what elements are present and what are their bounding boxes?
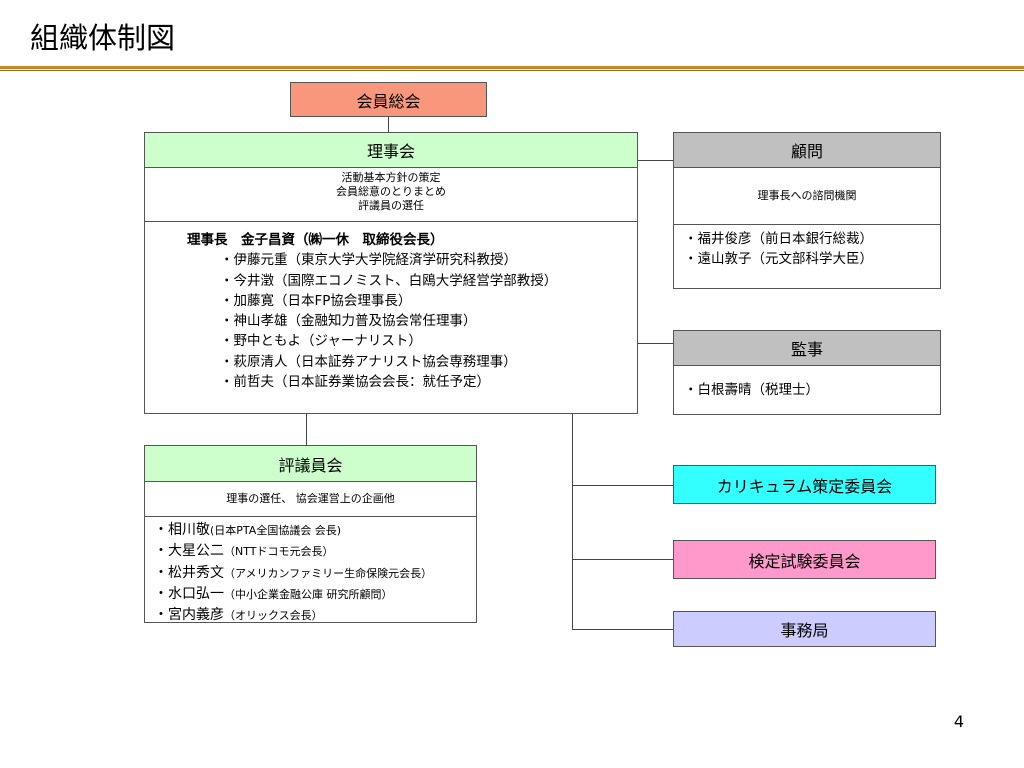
advisor-member: ・遠山敦子（元文部科学大臣） xyxy=(684,251,873,268)
board-duty: 評議員の選任 xyxy=(358,199,424,212)
board-duties: 活動基本方針の策定 会員総意のとりまとめ 評議員の選任 xyxy=(145,168,637,222)
advisors-label: 顧問 xyxy=(790,142,823,161)
council-label: 評議員会 xyxy=(278,455,343,475)
general-meeting-label: 会員総会 xyxy=(356,91,421,111)
council-member-list: ・相川敬(日本PTA全国協議会 会長) ・大星公二（NTTドコモ元会長） ・松井… xyxy=(145,517,476,626)
council-header: 評議員会 xyxy=(145,446,476,482)
connector-meeting-board xyxy=(388,116,389,132)
general-meeting-box: 会員総会 xyxy=(290,82,487,117)
advisors-description: 理事長への諮問機関 xyxy=(674,168,940,225)
connector-board-council xyxy=(306,413,307,445)
page-title: 組織体制図 xyxy=(30,21,176,55)
council-member-role: （オリックス会長） xyxy=(224,609,323,623)
council-member: ・大星公二（NTTドコモ元会長） xyxy=(154,541,476,562)
page-number: 4 xyxy=(953,712,964,731)
auditor-box: 監事 ・白根壽晴（税理士） xyxy=(673,330,941,415)
council-member-name: ・松井秀文 xyxy=(154,564,224,581)
curriculum-committee-label: カリキュラム策定委員会 xyxy=(716,476,893,496)
board-member: ・神山孝雄（金融知力普及協会常任理事） xyxy=(220,313,477,330)
advisors-box: 顧問 理事長への諮問機関 ・福井俊彦（前日本銀行総裁） ・遠山敦子（元文部科学大… xyxy=(673,132,941,289)
board-duty: 会員総意のとりまとめ xyxy=(336,185,446,198)
connector-trunk-exam xyxy=(572,559,674,560)
connector-board-advisors xyxy=(637,160,674,161)
exam-committee-label: 検定試験委員会 xyxy=(748,551,861,571)
council-description: 理事の選任、 協会運営上の企画他 xyxy=(145,482,476,517)
advisor-member: ・福井俊彦（前日本銀行総裁） xyxy=(684,231,873,247)
auditor-member: ・白根壽晴（税理士） xyxy=(684,382,819,398)
council-member-name: ・相川敬 xyxy=(154,522,210,538)
board-member: ・伊藤元重（東京大学大学院経済学研究科教授） xyxy=(220,252,517,269)
board-member: ・加藤寛（日本FP協会理事長） xyxy=(220,292,412,309)
board-member: ・今井澂（国際エコノミスト、白鴎大学経営学部教授） xyxy=(220,272,558,289)
council-member-role: （NTTドコモ元会長） xyxy=(224,545,334,559)
board-member-list: 理事長 金子昌資（㈱一休 取締役会長） ・伊藤元重（東京大学大学院経済学研究科教… xyxy=(145,222,637,392)
council-member-role: （中小企業金融公庫 研究所顧問） xyxy=(224,587,393,601)
title-divider-shadow xyxy=(0,70,1024,71)
council-member-role: (日本PTA全国協議会 会長) xyxy=(210,524,342,537)
advisors-description-text: 理事長への諮問機関 xyxy=(757,189,857,202)
council-member-name: ・宮内義彦 xyxy=(154,607,224,624)
board-duty: 活動基本方針の策定 xyxy=(341,171,441,184)
auditor-header: 監事 xyxy=(674,331,940,366)
council-member: ・相川敬(日本PTA全国協議会 会長) xyxy=(154,520,476,541)
council-member: ・宮内義彦（オリックス会長） xyxy=(154,605,476,626)
secretariat-box: 事務局 xyxy=(673,611,936,647)
council-member-name: ・大星公二 xyxy=(154,543,224,560)
connector-trunk-curriculum xyxy=(572,485,674,486)
board-header: 理事会 xyxy=(145,133,637,168)
auditor-member-list: ・白根壽晴（税理士） xyxy=(674,366,940,400)
board-member: ・前哲夫（日本証券業協会会長：就任予定） xyxy=(220,374,490,391)
connector-board-trunk xyxy=(572,413,573,630)
council-member-name: ・水口弘一 xyxy=(154,585,224,602)
board-member: ・萩原清人（日本証券アナリスト協会専務理事） xyxy=(220,353,517,370)
title-divider xyxy=(0,66,1024,69)
connector-board-auditor xyxy=(637,343,674,344)
auditor-label: 監事 xyxy=(790,340,823,359)
council-member: ・松井秀文（アメリカンファミリー生命保険元会長） xyxy=(154,563,476,584)
curriculum-committee-box: カリキュラム策定委員会 xyxy=(673,465,936,504)
board-member: ・野中ともよ（ジャーナリスト） xyxy=(220,333,422,350)
connector-trunk-secretariat xyxy=(572,629,674,630)
council-box: 評議員会 理事の選任、 協会運営上の企画他 ・相川敬(日本PTA全国協議会 会長… xyxy=(144,445,477,623)
advisors-header: 顧問 xyxy=(674,133,940,168)
board-label: 理事会 xyxy=(366,142,415,161)
exam-committee-box: 検定試験委員会 xyxy=(673,540,936,579)
secretariat-label: 事務局 xyxy=(780,621,829,640)
council-description-text: 理事の選任、 協会運営上の企画他 xyxy=(226,492,395,505)
advisors-member-list: ・福井俊彦（前日本銀行総裁） ・遠山敦子（元文部科学大臣） xyxy=(674,225,940,270)
council-member-role: （アメリカンファミリー生命保険元会長） xyxy=(224,566,433,580)
board-chair: 理事長 金子昌資（㈱一休 取締役会長） xyxy=(187,232,444,248)
council-member: ・水口弘一（中小企業金融公庫 研究所顧問） xyxy=(154,584,476,605)
board-box: 理事会 活動基本方針の策定 会員総意のとりまとめ 評議員の選任 理事長 金子昌資… xyxy=(144,132,638,414)
